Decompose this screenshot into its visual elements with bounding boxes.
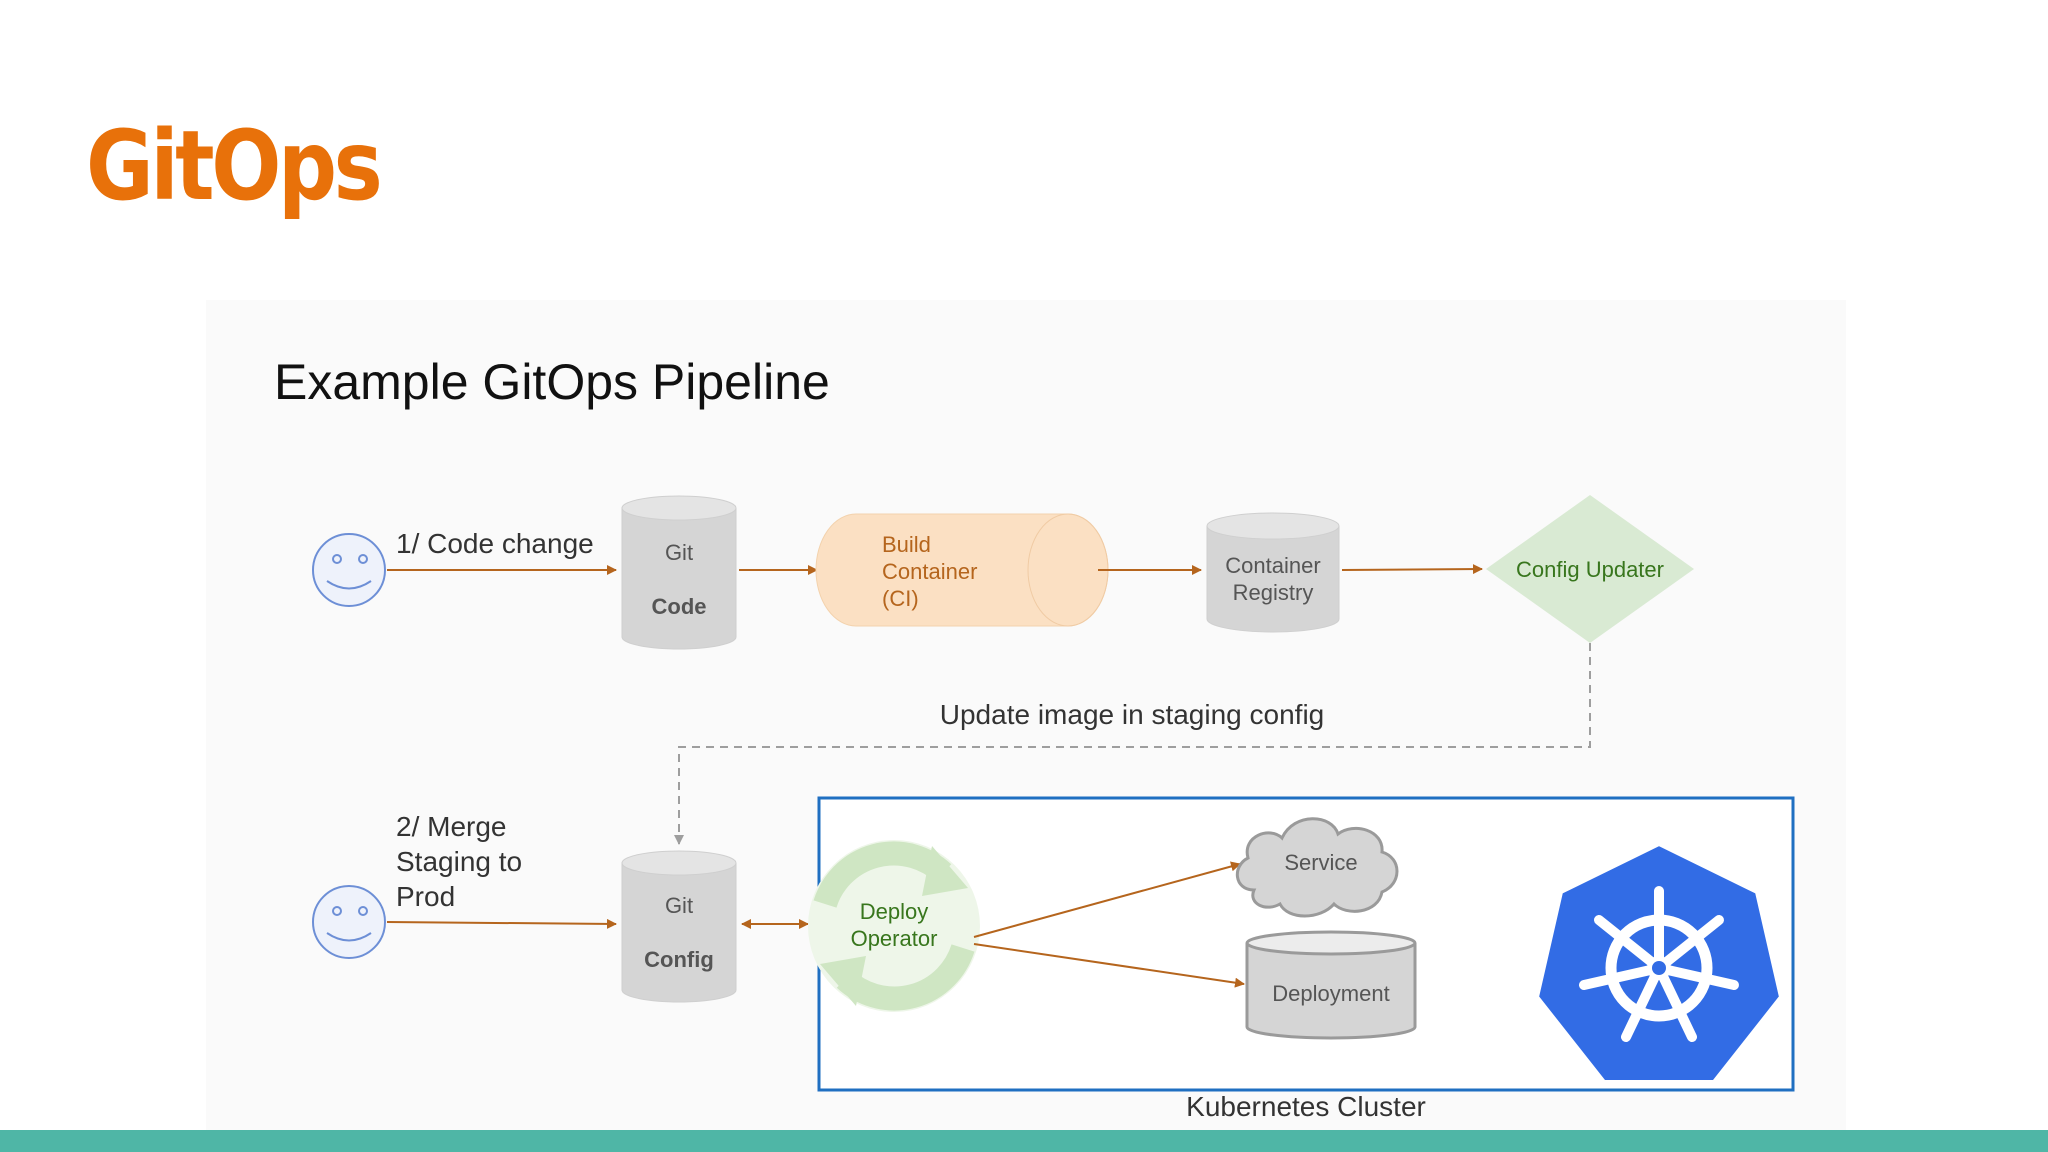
deployment-label: Deployment <box>1272 981 1389 1006</box>
kubernetes-helm-logo-icon <box>1535 842 1783 1084</box>
cluster-label: Kubernetes Cluster <box>1186 1091 1426 1122</box>
config-updater: Config Updater <box>1486 495 1694 643</box>
diagram-heading: Example GitOps Pipeline <box>274 354 830 410</box>
git-config-top-label: Git <box>665 893 693 918</box>
git-code-repo: Git Code <box>621 495 737 650</box>
edge-dev-to-git-config <box>386 918 617 929</box>
deploy-line1-label: Deploy <box>860 899 928 924</box>
edge-registry-to-updater <box>1341 564 1483 575</box>
smiley-face-icon <box>312 533 386 607</box>
cloud-icon: Service <box>1236 817 1399 918</box>
build-line3-label: (CI) <box>882 586 919 611</box>
deploy-operator: Deploy Operator <box>808 840 980 1012</box>
code-change-label: 1/ Code change <box>396 528 594 559</box>
registry-line1-label: Container <box>1225 553 1320 578</box>
slide-title: GitOps <box>86 110 383 222</box>
merge-line1-label: 2/ Merge <box>396 811 507 842</box>
git-code-top-label: Git <box>665 540 693 565</box>
sync-arrows-icon <box>808 840 980 1012</box>
footer-bar <box>0 1130 2048 1152</box>
git-code-bottom-label: Code <box>652 594 707 619</box>
service-label: Service <box>1284 850 1357 875</box>
edge-operator-to-deployment <box>973 943 1245 988</box>
git-config-bottom-label: Config <box>644 947 714 972</box>
smiley-face-icon <box>312 885 386 959</box>
build-container-ci: Build Container (CI) <box>815 513 1109 627</box>
deploy-line2-label: Operator <box>851 926 938 951</box>
container-registry: Container Registry <box>1206 512 1340 633</box>
diagram-panel: Example GitOps Pipeline 1/ Code change G… <box>206 300 1846 1130</box>
build-line2-label: Container <box>882 559 977 584</box>
registry-line2-label: Registry <box>1233 580 1314 605</box>
git-config-repo: Git Config <box>621 850 737 1003</box>
config-updater-label: Config Updater <box>1516 557 1664 582</box>
deployment-node: Deployment <box>1245 930 1417 1040</box>
build-line1-label: Build <box>882 532 931 557</box>
merge-line2-label: Staging to <box>396 846 522 877</box>
pipeline-diagram: Example GitOps Pipeline 1/ Code change G… <box>274 354 1795 1122</box>
merge-line3-label: Prod <box>396 881 455 912</box>
edge-operator-to-service <box>973 861 1241 938</box>
update-image-label: Update image in staging config <box>940 699 1324 730</box>
